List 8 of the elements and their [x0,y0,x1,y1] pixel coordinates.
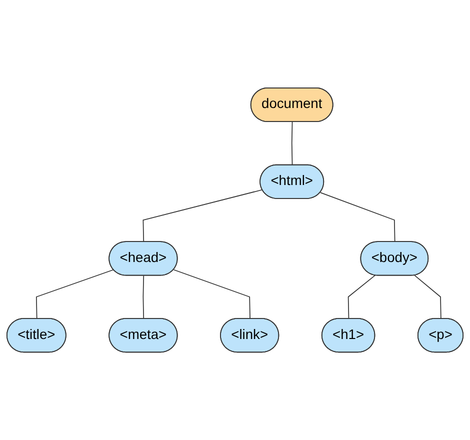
connector [142,275,144,320]
connector [291,122,293,166]
connector [173,269,250,320]
connector [348,274,376,320]
connector [320,192,396,242]
connector [414,274,442,320]
connector [142,189,263,242]
connector [36,269,114,320]
